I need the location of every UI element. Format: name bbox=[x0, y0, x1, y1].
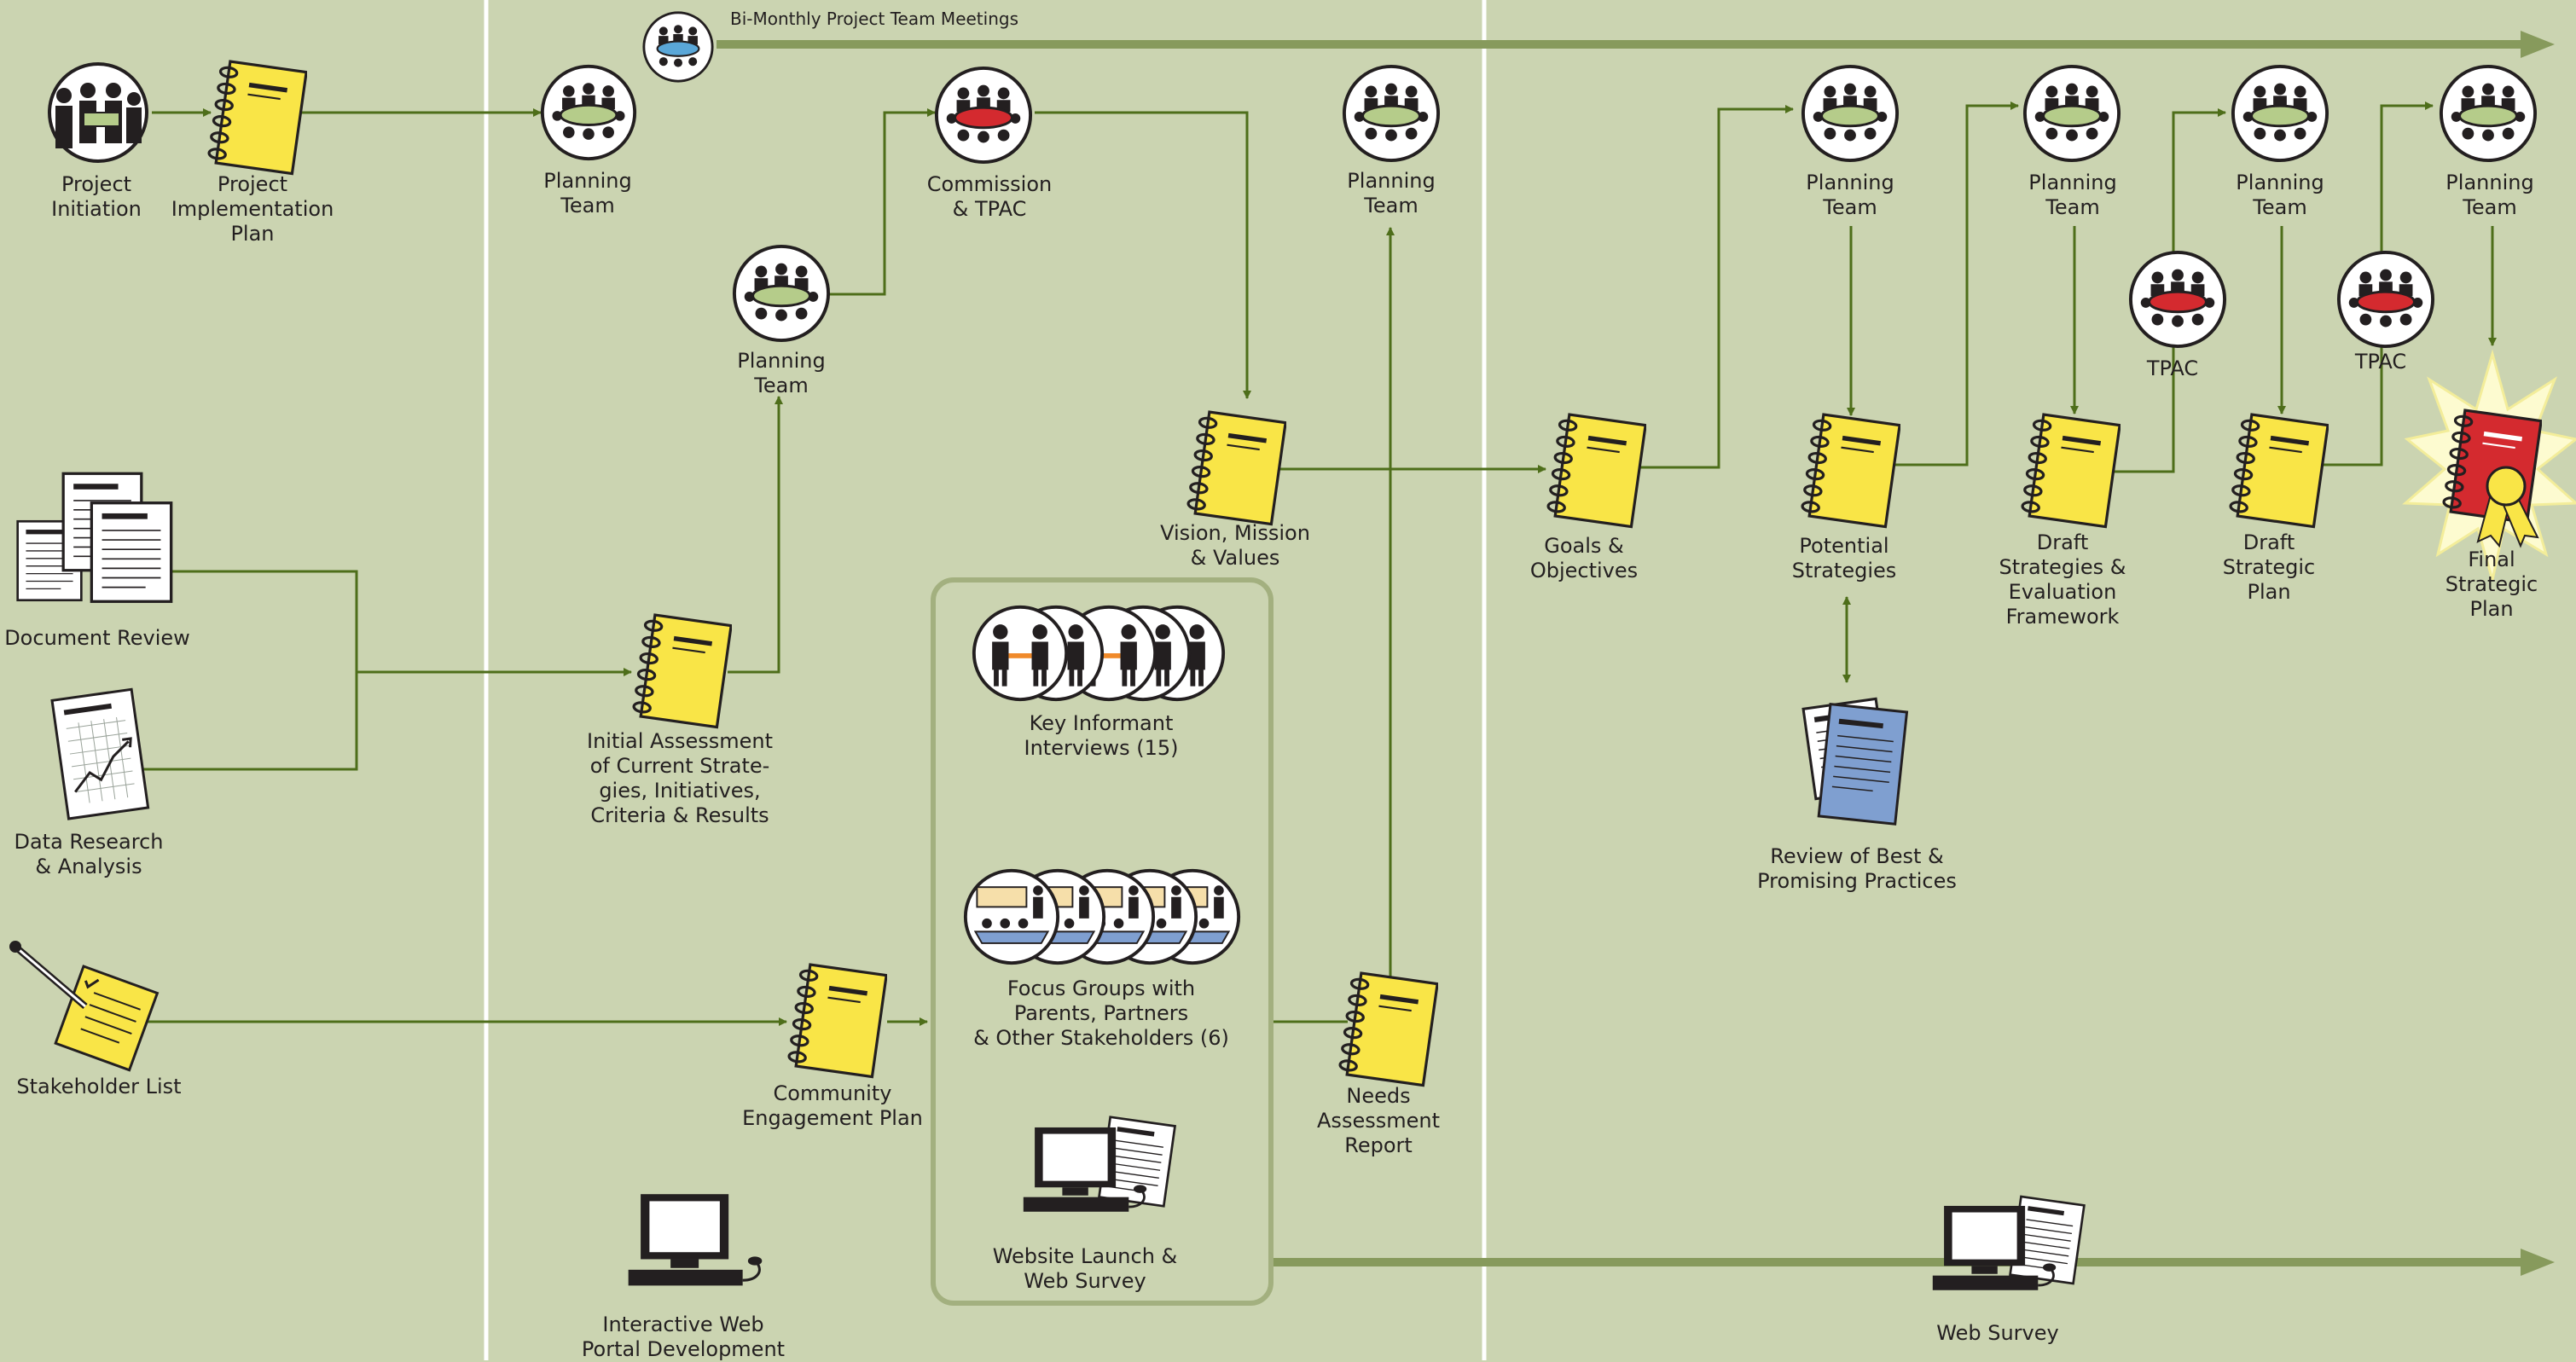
implementation-plan-notebook-icon bbox=[206, 59, 307, 176]
goals-objectives-label: Goals & Objectives bbox=[1529, 534, 1639, 582]
vision-mission-notebook-icon bbox=[1186, 409, 1286, 526]
implementation-plan-label: Project Implementation Plan bbox=[171, 172, 334, 246]
draft-strategies-label: Draft Strategies & Evaluation Framework bbox=[1999, 530, 2126, 629]
bimonthly-meeting-icon bbox=[642, 11, 714, 83]
planning-team-label: Planning Team bbox=[1806, 171, 1894, 219]
stakeholder-list-label: Stakeholder List bbox=[16, 1075, 182, 1098]
key-informant-label: Key Informant Interviews (15) bbox=[1024, 711, 1179, 760]
planning-team-label: Planning Team bbox=[2445, 171, 2534, 219]
focus-groups-icon bbox=[963, 868, 1241, 965]
planning-team-meeting-icon bbox=[540, 64, 637, 161]
planning-team-meeting-icon bbox=[732, 244, 831, 343]
needs-report-notebook-icon bbox=[1337, 971, 1438, 1087]
community-plan-label: Community Engagement Plan bbox=[742, 1081, 923, 1130]
planning-team-label: Planning Team bbox=[1347, 169, 1436, 217]
key-informant-interviews-icon bbox=[972, 605, 1226, 702]
needs-report-label: Needs Assessment Report bbox=[1317, 1084, 1440, 1157]
meetings-banner-label: Bi-Monthly Project Team Meetings bbox=[730, 9, 1018, 29]
data-research-chart-icon bbox=[50, 687, 150, 820]
final-plan-label: Final Strategic Plan bbox=[2445, 548, 2538, 621]
award-ribbon-icon bbox=[2476, 466, 2539, 548]
engagement-activities-box bbox=[931, 577, 1273, 1306]
vision-mission-label: Vision, Mission & Values bbox=[1160, 521, 1310, 570]
web-timeline-arrow bbox=[1271, 1249, 2555, 1276]
planning-team-meeting-icon bbox=[2231, 64, 2329, 163]
document-review-label: Document Review bbox=[4, 626, 190, 650]
planning-team-meeting-icon bbox=[2439, 64, 2538, 163]
tpac-meeting-icon bbox=[2128, 250, 2227, 349]
potential-strategies-notebook-icon bbox=[1800, 412, 1900, 529]
web-survey-label: Web Survey bbox=[1936, 1321, 2059, 1345]
draft-strategies-notebook-icon bbox=[2020, 412, 2121, 529]
planning-team-meeting-icon bbox=[2022, 64, 2121, 163]
web-portal-label: Interactive Web Portal Development bbox=[581, 1313, 786, 1361]
tpac-meeting-icon bbox=[2336, 250, 2435, 349]
planning-team-label: Planning Team bbox=[2028, 171, 2117, 219]
community-plan-notebook-icon bbox=[786, 962, 887, 1079]
planning-team-meeting-icon bbox=[1342, 64, 1441, 163]
initial-assessment-label: Initial Assessment of Current Strate- gi… bbox=[586, 729, 774, 827]
goals-objectives-notebook-icon bbox=[1546, 412, 1646, 529]
focus-groups-label: Focus Groups with Parents, Partners & Ot… bbox=[973, 977, 1229, 1050]
best-practices-documents-icon bbox=[1801, 697, 1909, 826]
initial-assessment-notebook-icon bbox=[631, 612, 732, 729]
commission-tpac-label: Commission & TPAC bbox=[926, 172, 1053, 221]
planning-team-meeting-icon bbox=[1801, 64, 1900, 163]
document-review-icon bbox=[15, 472, 173, 603]
planning-team-label: Planning Team bbox=[2236, 171, 2324, 219]
draft-plan-label: Draft Strategic Plan bbox=[2222, 530, 2316, 604]
draft-plan-notebook-icon bbox=[2228, 412, 2329, 529]
tpac-label: TPAC bbox=[2146, 356, 2199, 380]
commission-tpac-meeting-icon bbox=[934, 66, 1033, 165]
website-launch-label: Website Launch & Web Survey bbox=[992, 1244, 1178, 1293]
web-portal-computer-icon bbox=[627, 1192, 763, 1287]
stakeholder-list-icon bbox=[9, 941, 160, 1072]
data-research-label: Data Research & Analysis bbox=[14, 830, 164, 878]
potential-strategies-label: Potential Strategies bbox=[1791, 534, 1897, 582]
tpac-label: TPAC bbox=[2354, 350, 2407, 374]
planning-team-label: Planning Team bbox=[543, 169, 632, 217]
review-best-label: Review of Best & Promising Practices bbox=[1757, 844, 1957, 893]
meetings-timeline-arrow bbox=[717, 31, 2555, 58]
project-initiation-label: Project Initiation bbox=[51, 172, 142, 221]
planning-team-label: Planning Team bbox=[737, 349, 826, 397]
project-initiation-icon bbox=[48, 62, 148, 163]
